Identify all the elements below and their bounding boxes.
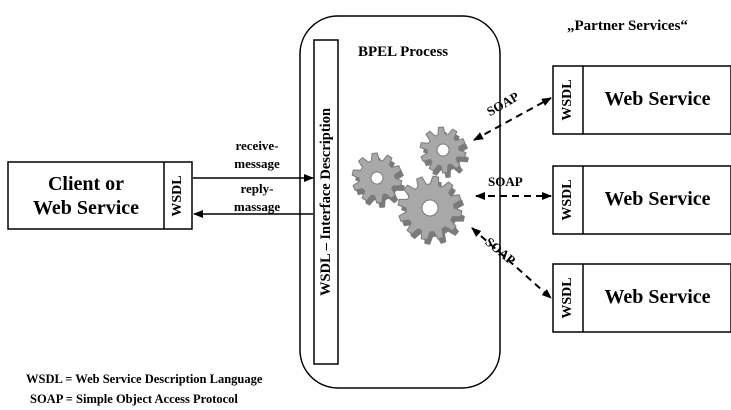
client-label-line2: Web Service [32,197,140,219]
interface-description-label: WSDL – Interface Description [318,107,334,297]
gear1-hole [370,171,384,185]
client-label: Client or Web Service [10,172,162,220]
legend-wsdl: WSDL = Web Service Description Language [26,372,263,386]
interface-description-bar [313,39,339,365]
partner-service-1-label: Web Service [604,88,711,110]
gear-icon-left [351,152,405,208]
gear-icon-center [397,175,465,245]
reply-message-line2: massage [233,199,281,214]
partner-service-3-wsdl-tag: WSDL [560,277,575,319]
soap-label-2: SOAP [488,174,523,189]
partner-service-2-label: Web Service [604,188,711,210]
legend-soap: SOAP = Simple Object Access Protocol [30,392,238,406]
receive-message-line1: receive- [235,138,279,153]
partner-service-1-wsdl-tag: WSDL [560,79,575,121]
bpel-process-container [299,15,501,389]
partner-service-3-label: Web Service [604,286,711,308]
receive-message-line2: message [234,156,280,171]
soap-arrow-3 [471,227,552,299]
client-label-line1: Client or [47,173,125,195]
client-box [7,161,193,230]
gear-icon-top [419,126,469,178]
partner-service-2-wsdl-tag: WSDL [560,179,575,221]
receive-message-label: receive- message [224,137,290,173]
soap-arrow-1 [473,97,552,141]
partner-services-heading: „Partner Services“ [567,18,688,34]
gear2-hole [436,143,450,157]
reply-message-label: reply- massage [222,180,292,216]
bpel-process-title: BPEL Process [358,44,449,60]
gear3-hole [421,199,439,217]
reply-message-line1: reply- [240,181,274,196]
client-wsdl-tag: WSDL [170,175,185,217]
